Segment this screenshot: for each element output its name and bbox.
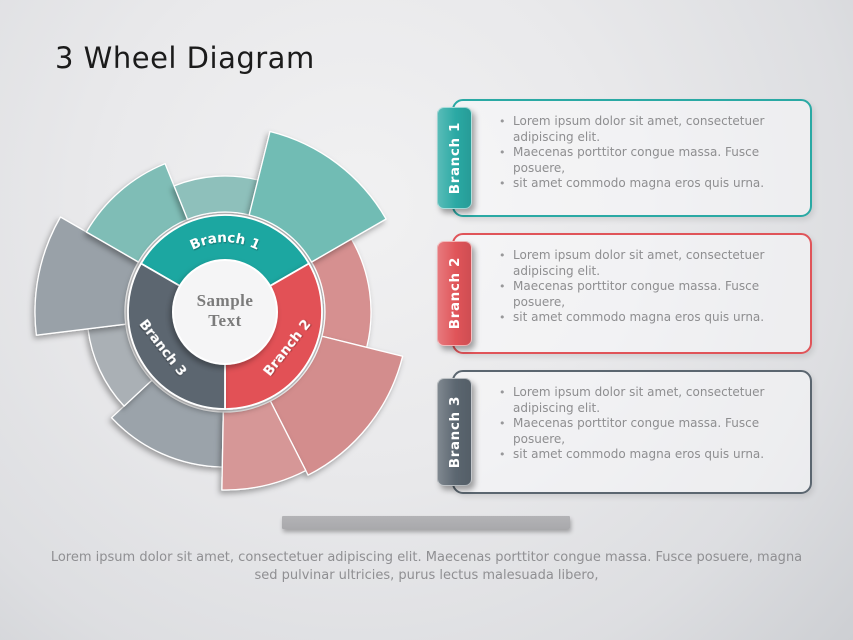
bullet-item: sit amet commodo magna eros quis urna. xyxy=(498,176,802,192)
branch-1-tab: Branch 1 xyxy=(437,107,472,209)
bullet-item: Maecenas porttitor congue massa. Fusce p… xyxy=(498,416,802,447)
branch-2-tab-label: Branch 2 xyxy=(446,257,463,330)
branch-3-bullet-list: Lorem ipsum dolor sit amet, consectetuer… xyxy=(498,385,802,463)
wheel-petal xyxy=(269,335,404,476)
branch-3-tab: Branch 3 xyxy=(437,378,472,486)
slide-title: 3 Wheel Diagram xyxy=(55,41,315,76)
center-circle xyxy=(172,259,278,365)
wheel-petal xyxy=(221,400,307,491)
wheel-petal xyxy=(248,130,387,263)
branch-3-tab-label: Branch 3 xyxy=(446,395,463,469)
branch-2-panel: Branch 2 Lorem ipsum dolor sit amet, con… xyxy=(437,233,812,354)
bullet-item: Lorem ipsum dolor sit amet, consectetuer… xyxy=(498,114,802,145)
branch-3-panel: Branch 3 Lorem ipsum dolor sit amet, con… xyxy=(437,370,812,494)
wheel-petal xyxy=(85,163,189,263)
branch-1-bullet-list: Lorem ipsum dolor sit amet, consectetuer… xyxy=(498,114,802,192)
bullet-item: Lorem ipsum dolor sit amet, consectetuer… xyxy=(498,248,802,279)
branch-1-panel: Branch 1 Lorem ipsum dolor sit amet, con… xyxy=(437,99,812,217)
wheel-petal xyxy=(110,379,224,468)
wheel-petal xyxy=(173,175,259,220)
wheel-petal xyxy=(34,216,140,336)
bullet-item: sit amet commodo magna eros quis urna. xyxy=(498,447,802,463)
bullet-item: Maecenas porttitor congue massa. Fusce p… xyxy=(498,279,802,310)
branch-2-tab: Branch 2 xyxy=(437,241,472,346)
footer-text: Lorem ipsum dolor sit amet, consectetuer… xyxy=(50,550,803,583)
bullet-item: Maecenas porttitor congue massa. Fusce p… xyxy=(498,145,802,176)
wheel-petals xyxy=(34,130,404,491)
bullet-item: Lorem ipsum dolor sit amet, consectetuer… xyxy=(498,385,802,416)
branch-2-bullet-list: Lorem ipsum dolor sit amet, consectetuer… xyxy=(498,248,802,326)
divider-bar xyxy=(282,516,570,529)
branch-1-tab-label: Branch 1 xyxy=(446,121,463,195)
bullet-item: sit amet commodo magna eros quis urna. xyxy=(498,310,802,326)
